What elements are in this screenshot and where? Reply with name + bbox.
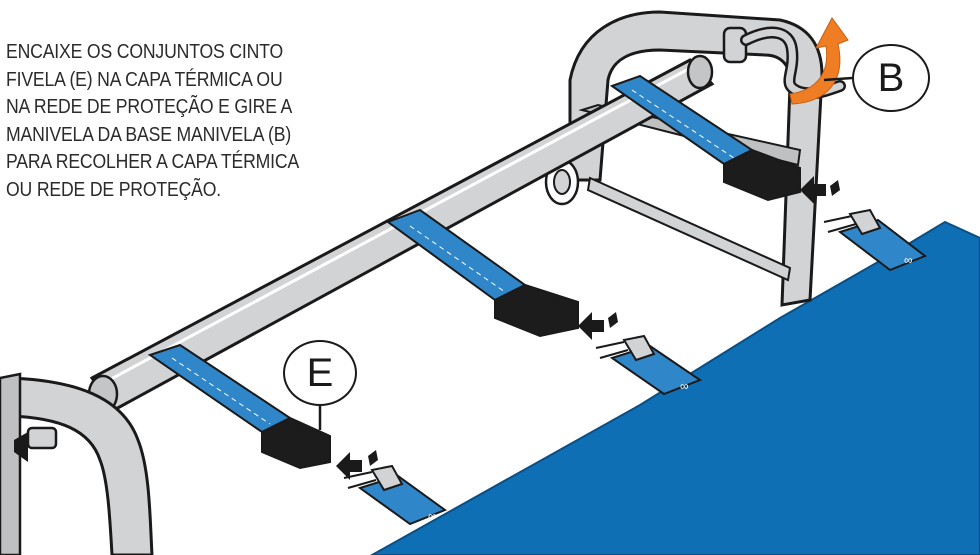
left-frame [0, 372, 154, 555]
instruction-text: ENCAIXE OS CONJUNTOS CINTO FIVELA (E) NA… [6, 38, 333, 203]
svg-text:∞: ∞ [680, 379, 689, 393]
curved-arrow-icon [789, 17, 849, 105]
strap-middle [385, 208, 579, 338]
cover-strap-right: ∞ [823, 208, 928, 272]
strap-left [147, 343, 331, 470]
double-chevron-arrow-icon [578, 312, 618, 340]
callout-b-leader [823, 76, 853, 82]
instruction-line: ENCAIXE OS CONJUNTOS CINTO [6, 40, 284, 63]
buckle-right [723, 148, 801, 202]
cover-strap-middle: ∞ [595, 334, 703, 396]
svg-text:∞: ∞ [428, 509, 437, 523]
instruction-line: FIVELA (E) NA CAPA TÉRMICA OU [6, 67, 283, 91]
double-chevron-arrow-icon [336, 450, 378, 480]
instruction-line: OU REDE DE PROTEÇÃO. [6, 177, 222, 201]
instruction-line: NA REDE DE PROTEÇÃO E GIRE A [6, 95, 293, 118]
buckle-middle [494, 283, 579, 338]
buckle-left [261, 416, 331, 470]
cover-strap-left: ∞ [343, 464, 448, 526]
callout-e: E [283, 340, 357, 406]
svg-text:∞: ∞ [904, 253, 913, 267]
strap-right [609, 74, 801, 202]
callout-b: B [852, 44, 930, 112]
instruction-line: PARA RECOLHER A CAPA TÉRMICA [6, 150, 300, 173]
right-frame [544, 10, 824, 307]
double-chevron-arrow-icon [800, 176, 840, 204]
instruction-line: MANIVELA DA BASE MANIVELA (B) [6, 122, 292, 146]
